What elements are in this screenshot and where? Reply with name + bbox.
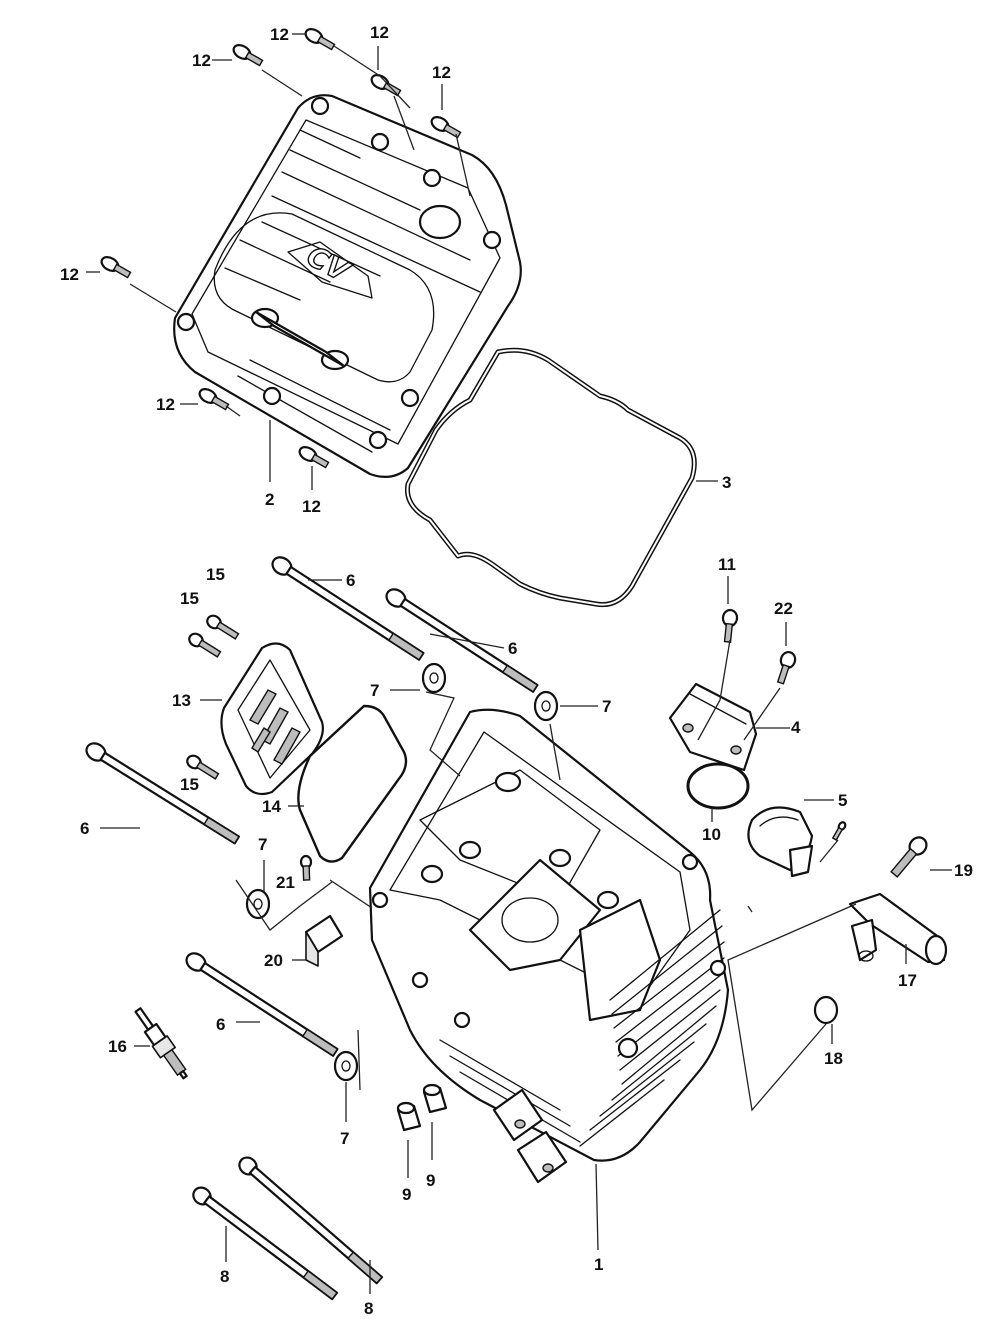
callout-10: 10	[702, 825, 721, 844]
callout-15b: 15	[180, 589, 199, 608]
callout-19: 19	[954, 861, 973, 880]
washer-18	[813, 995, 839, 1025]
spark-plug	[134, 1007, 188, 1080]
callout-6d: 6	[216, 1015, 225, 1034]
callout-15a: 15	[206, 565, 225, 584]
callout-3: 3	[722, 473, 731, 492]
callout-7a: 7	[370, 681, 379, 700]
callout-6a: 6	[346, 571, 355, 590]
callout-13: 13	[172, 691, 191, 710]
cylinder-head	[368, 708, 730, 1184]
callout-2: 2	[265, 490, 274, 509]
callout-4: 4	[791, 718, 801, 737]
callout-16: 16	[108, 1037, 127, 1056]
callout-12e: 12	[60, 265, 79, 284]
valve-cover: CV	[173, 94, 522, 479]
callout-9b: 9	[426, 1171, 435, 1190]
callout-18: 18	[824, 1049, 843, 1068]
studs	[192, 1156, 384, 1301]
callout-7c: 7	[258, 835, 267, 854]
callout-7d: 7	[340, 1129, 349, 1148]
bracket-20	[304, 914, 344, 967]
callout-1: 1	[594, 1255, 603, 1274]
manifold-block	[668, 682, 758, 772]
leader-lines	[86, 33, 952, 1294]
callout-9a: 9	[402, 1185, 411, 1204]
hose-clamp	[747, 806, 847, 878]
callout-17: 17	[898, 971, 917, 990]
callout-8b: 8	[364, 1299, 373, 1318]
cam-bolts	[186, 614, 240, 780]
callout-8a: 8	[220, 1267, 229, 1286]
callout-12f: 12	[156, 395, 175, 414]
cam-plate	[220, 642, 324, 796]
callout-20: 20	[264, 951, 283, 970]
callout-6c: 6	[80, 819, 89, 838]
head-washers	[245, 662, 559, 1082]
bolt-22	[776, 650, 797, 685]
callout-labels: 1 2 3 4 5 6 6 6 6 7 7 7 7 8 8 9 9 10 11 …	[60, 23, 973, 1318]
bolt-21	[299, 854, 313, 881]
callout-21: 21	[276, 873, 295, 892]
callout-11: 11	[718, 555, 736, 574]
callout-5: 5	[838, 791, 847, 810]
callout-12c: 12	[370, 23, 389, 42]
callout-12a: 12	[192, 51, 211, 70]
cover-bolts	[100, 28, 462, 469]
callout-22: 22	[774, 599, 793, 618]
callout-6b: 6	[508, 639, 517, 658]
callout-12g: 12	[302, 497, 321, 516]
o-ring	[686, 762, 750, 810]
head-bolts	[85, 556, 539, 1057]
bolt-19	[890, 836, 928, 878]
callout-12b: 12	[270, 25, 289, 44]
callout-15c: 15	[180, 775, 199, 794]
sensor-17	[848, 892, 948, 966]
dowel-pins	[396, 1083, 448, 1132]
callout-14: 14	[262, 797, 281, 816]
callout-12d: 12	[432, 63, 451, 82]
cam-gasket	[297, 704, 408, 863]
bolt-11	[721, 608, 739, 643]
callout-7b: 7	[602, 697, 611, 716]
